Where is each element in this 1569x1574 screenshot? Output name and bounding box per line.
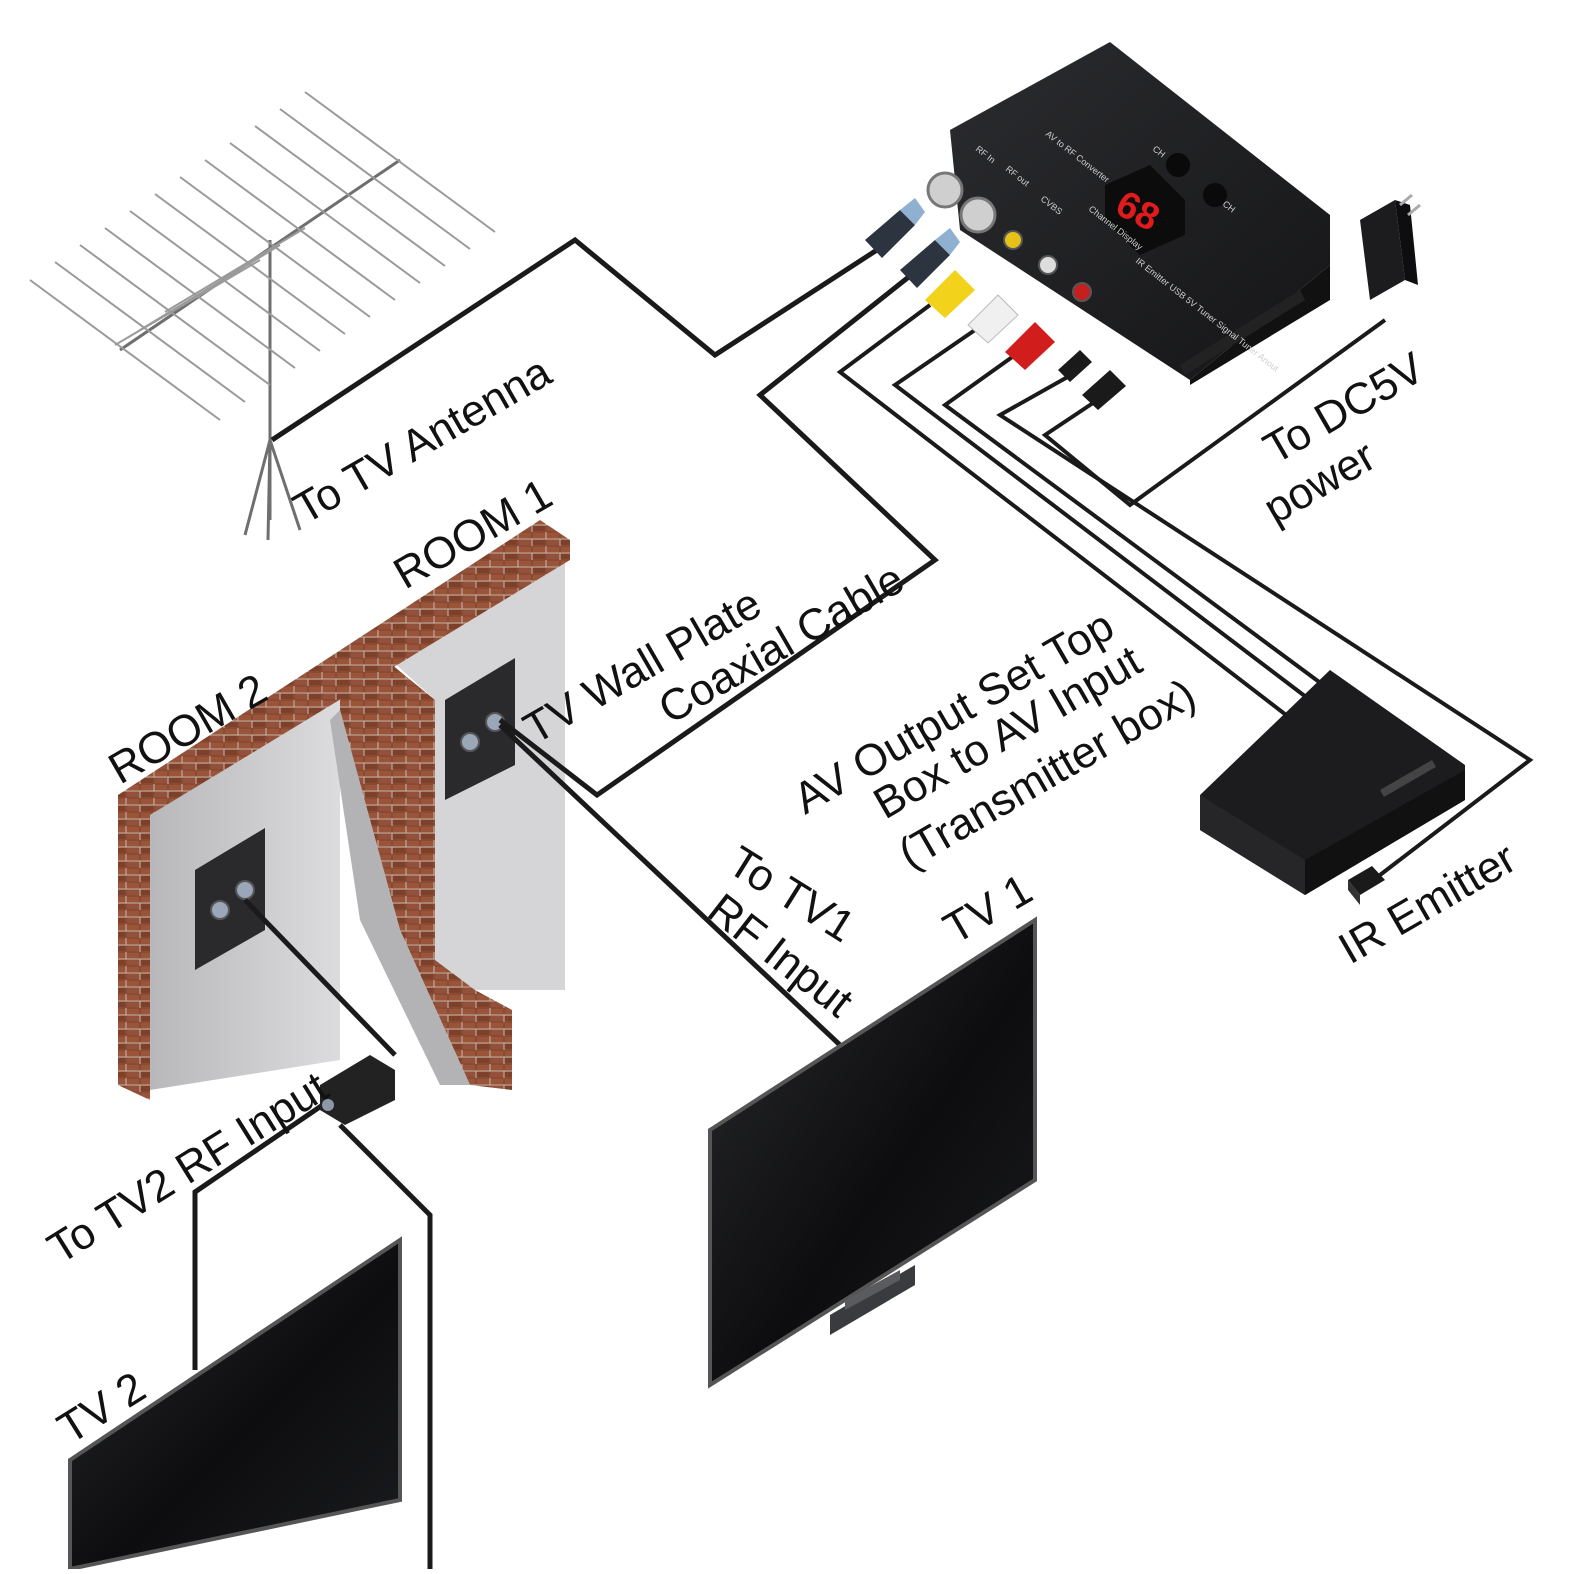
tv-1 xyxy=(708,916,1037,1389)
cables xyxy=(192,236,1534,1569)
label-to-dc5v: To DC5V power xyxy=(1256,343,1434,534)
ch-up-button[interactable] xyxy=(1166,153,1190,177)
rf-in-connector xyxy=(926,171,964,209)
label-to-tv1: To TV1 RF Input xyxy=(699,837,863,1027)
label-av-output: AV Output Set Top Box to AV Input (Trans… xyxy=(786,601,1204,879)
splitter xyxy=(320,1055,395,1125)
wall-plate-room-2 xyxy=(195,828,265,970)
usb-plug xyxy=(1082,370,1126,410)
ch-down-button[interactable] xyxy=(1203,183,1227,207)
rca-plug-white xyxy=(967,294,1019,344)
coax-plug-out xyxy=(900,228,960,288)
rf-converter-device: 68 AV to RF Converter CH CH RF In RF out… xyxy=(865,42,1330,410)
label-to-tv2-rf-input: To TV2 RF Input xyxy=(39,1063,336,1274)
coax-plug-in xyxy=(865,198,925,258)
ir-emitter-device xyxy=(1348,866,1385,905)
rca-plug-red xyxy=(1005,322,1055,370)
brick-wall xyxy=(118,520,570,1100)
rf-out-connector xyxy=(959,196,997,234)
rca-plug-yellow xyxy=(925,270,975,318)
power-adapter xyxy=(1360,193,1421,300)
set-top-box xyxy=(1200,670,1465,895)
tv-antenna xyxy=(29,91,496,541)
tv-2 xyxy=(68,1236,402,1572)
ir-plug xyxy=(1058,350,1092,382)
